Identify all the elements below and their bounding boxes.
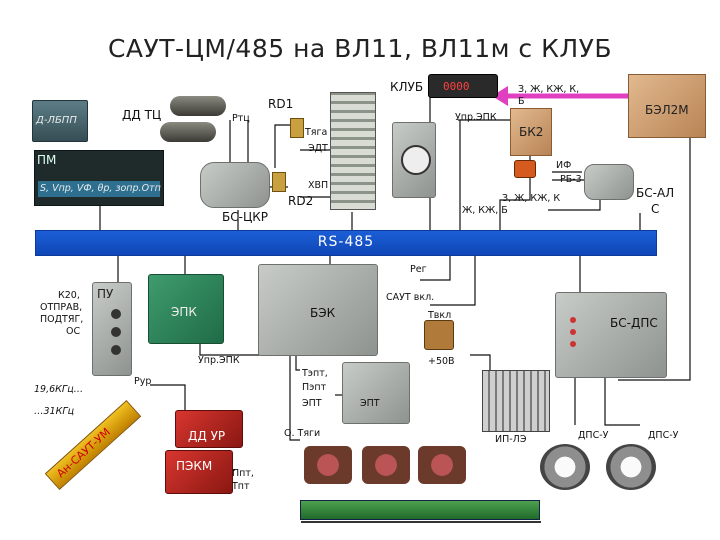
dps-u-label-1: ДПС-У [578, 430, 609, 441]
upr-epk-bot-label: Упр.ЭПК [198, 355, 240, 366]
saut-vkl-label: САУТ вкл. [386, 292, 435, 303]
klub-display: 0000 [428, 74, 498, 98]
rur-label: Рур [134, 376, 152, 387]
tept-label-2: Пэпт [302, 382, 327, 393]
bs-al-label-2: С [651, 202, 660, 216]
freq-label-2: …31КГц [34, 406, 75, 417]
ept-block [342, 362, 410, 424]
rtc-label: Ртц [232, 113, 250, 124]
epk-block: ЭПК [148, 274, 224, 344]
rs485-bus: RS-485 [35, 230, 657, 256]
dd-tc-sensor-2 [160, 122, 216, 142]
dps-u-sensor-2 [606, 444, 656, 490]
pekm-block: ПЭКМ [165, 450, 233, 494]
pekm-label: ПЭКМ [176, 459, 213, 473]
gauge-device [392, 122, 436, 198]
tyaga-label: Тяга [305, 127, 328, 138]
traction-motor-2 [362, 446, 410, 484]
wire-zzhk [548, 198, 601, 211]
wire-otyagi [289, 355, 300, 441]
wire-bel2m [618, 115, 691, 381]
rd2-relay [272, 172, 286, 192]
epk-label: ЭПК [171, 305, 197, 319]
ppt-label-1: Ппт, [232, 468, 254, 479]
ip-le-label: ИП-ЛЭ [495, 434, 527, 445]
bk2-block: БК2 [510, 108, 552, 156]
zh-kk-k-top-label-1: З, Ж, КЖ, К, [518, 84, 580, 95]
dps-u-sensor-1 [540, 444, 590, 490]
rd1-relay [290, 118, 304, 138]
dd-tc-label: ДД ТЦ [122, 108, 162, 122]
bs-ckr-label: БС-ЦКР [222, 210, 269, 224]
tvkl-sensor [424, 320, 454, 350]
dps-u-label-2: ДПС-У [648, 430, 679, 441]
bek-label: БЭК [310, 306, 336, 320]
traction-motor-1 [304, 446, 352, 484]
locomotive [300, 500, 541, 523]
if-label: ИФ [556, 160, 572, 171]
wire-dps2 [604, 378, 640, 426]
hvp-label: ХВП [308, 180, 329, 191]
wire-50v [470, 354, 491, 375]
bel2m-block: БЭЛ2М [628, 74, 706, 138]
relay-rack [330, 92, 376, 210]
bel2m-label: БЭЛ2М [645, 103, 689, 117]
wire-sautvkl [430, 254, 476, 306]
tept-label-1: Тэпт, [302, 368, 328, 379]
upr-epk-top-label: Упр.ЭПК [455, 112, 497, 123]
klub-label: КЛУБ [390, 80, 424, 94]
dd-ur-label: ДД УР [188, 429, 226, 443]
wire-rur [150, 384, 186, 410]
klub-display-value: 0000 [443, 80, 470, 93]
pu-label: ПУ [97, 287, 114, 301]
page-title: САУТ-ЦМ/485 на ВЛ11, ВЛ11м с КЛУБ [107, 34, 613, 63]
pm-screen: S, Vпр, VФ, θр, зопр.Отп [40, 183, 161, 194]
tvkl-label: Твкл [428, 310, 452, 321]
klub-bel-arrow [492, 86, 630, 106]
ppt-label-2: Тпт [232, 481, 250, 492]
ept-label: ЭПТ [360, 398, 380, 409]
bs-dps-label: БС-ДПС [610, 316, 658, 330]
ip-le-block [482, 370, 550, 432]
edt-label: ЭДТ [308, 143, 328, 154]
bs-al-block [584, 164, 634, 200]
bk2-label: БК2 [519, 125, 544, 139]
plus50v-label: +50В [428, 356, 455, 367]
bs-ckr-block [200, 162, 270, 208]
pm-display: ПМ S, Vпр, VФ, θр, зопр.Отп [34, 150, 164, 206]
k20-label-4: ОС [66, 326, 81, 337]
k20-label-1: К20, [58, 290, 80, 301]
k20-label-3: ПОДТЯГ, [40, 314, 84, 325]
bk2-connector [514, 160, 536, 178]
zh-kk-k-top-label-2: Б [518, 96, 525, 107]
o-tyagi-label: О. Тяги [284, 428, 321, 439]
bus-label: RS-485 [317, 234, 375, 250]
pu-panel: ПУ [92, 282, 132, 376]
k20-label-2: ОТПРАВ, [40, 302, 83, 313]
d-lbpp-label: Д-ЛБПП [36, 115, 77, 126]
traction-motor-3 [418, 446, 466, 484]
z-zh-kzh-k-label: З, Ж, КЖ, К [502, 193, 561, 204]
wire-tept [295, 355, 300, 371]
reg-label: Рег [410, 264, 427, 275]
bs-dps-block [555, 292, 667, 378]
wire-reg [420, 254, 451, 281]
dd-ur-block: ДД УР [175, 410, 243, 448]
ept-small-label: ЭПТ [302, 398, 322, 409]
d-lbpp-device: Д-ЛБПП [32, 100, 88, 142]
rd2-label: RD2 [288, 194, 314, 208]
wire-rd1 [274, 124, 290, 168]
rd1-label: RD1 [268, 97, 294, 111]
freq-label-1: 19,6КГц… [34, 384, 84, 395]
bek-block [258, 264, 378, 356]
rb3-label: РБ-3 [560, 174, 582, 185]
zh-kzh-b-label: Ж, КЖ, Б [462, 205, 508, 216]
pm-label: ПМ [37, 153, 57, 167]
bs-al-label-1: БС-АЛ [636, 186, 675, 200]
dd-tc-sensor-1 [170, 96, 226, 116]
